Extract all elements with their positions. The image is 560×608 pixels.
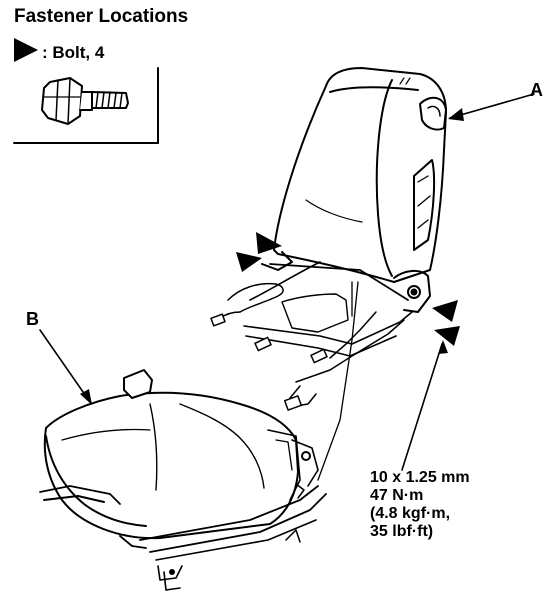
legend-box-border: [13, 67, 159, 144]
bolt-marker-icon: [434, 326, 460, 346]
bolt-marker-icon: [256, 232, 282, 254]
legend-text: : Bolt, 4: [42, 43, 105, 62]
torque-newton-meters: 47 N·m: [370, 487, 424, 504]
torque-lbf-feet: 35 lbf·ft): [370, 523, 434, 540]
torque-spec: 10 x 1.25 mm 47 N·m (4.8 kgf·m, 35 lbf·f…: [370, 469, 470, 541]
seat-frame: [210, 261, 413, 481]
seat-back: [261, 67, 447, 313]
arrowhead-b: [80, 389, 92, 405]
callout-label-b: B: [26, 309, 39, 329]
leader-line-torque: [401, 343, 443, 471]
torque-bolt-size: 10 x 1.25 mm: [370, 469, 470, 486]
callout-label-a: A: [530, 80, 543, 100]
torque-kgf-meters: (4.8 kgf·m,: [370, 505, 451, 522]
diagram-title: Fastener Locations: [14, 6, 189, 27]
bolt-icon: [41, 77, 129, 125]
seat-rails: [39, 439, 327, 591]
arrowhead-a: [448, 108, 464, 121]
seat-cushion: [43, 369, 301, 540]
arrowhead-torque: [438, 340, 448, 354]
bolt-marker-icon: [432, 300, 458, 322]
leader-line-a: [449, 93, 535, 119]
leader-line-b: [39, 329, 91, 403]
triangle-marker-icon: [14, 38, 38, 62]
bolt-marker-icon: [236, 252, 262, 272]
